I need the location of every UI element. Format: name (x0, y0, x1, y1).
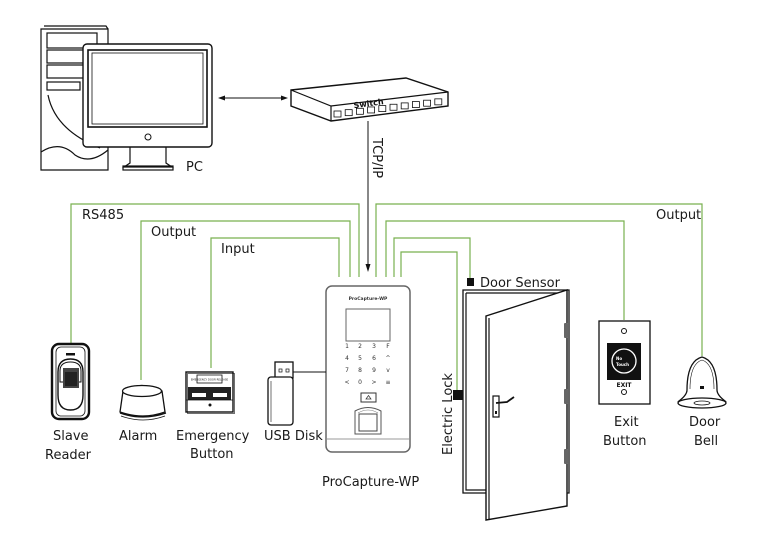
slave-reader-icon (50, 342, 91, 421)
door-sensor-icon (467, 278, 474, 286)
door-icon (462, 289, 570, 521)
network-switch-icon: Switch (290, 77, 449, 122)
switch-port (389, 103, 398, 111)
keypad-key: 0 (358, 379, 362, 386)
keypad-key: 1 (345, 343, 349, 350)
keypad-key: ^ (385, 355, 390, 362)
switch-label: Switch (353, 97, 384, 110)
rs485-label: RS485 (82, 208, 124, 223)
wires-right (375, 203, 703, 392)
keypad-key: 6 (372, 355, 376, 362)
tcpip-label: TCP/IP (369, 137, 384, 178)
usb-disk-icon (267, 361, 294, 426)
wire-alarm-output (140, 220, 351, 380)
wire-electric-lock (400, 251, 458, 392)
wires-left (70, 203, 360, 380)
device-brand-text: ProCapture-WP (349, 296, 388, 302)
wire-door-sensor (393, 237, 471, 280)
wire-emergency-input (210, 237, 340, 368)
door-handle-icon (495, 396, 515, 404)
device-screen (345, 308, 391, 342)
device-label: ProCapture-WP (322, 475, 419, 490)
exit-button-label-2: Button (603, 434, 647, 449)
exit-text: EXIT (616, 382, 632, 389)
pc-switch-link (218, 95, 288, 101)
arrowhead-left-icon (218, 95, 225, 101)
keypad-key: F (386, 343, 390, 350)
slave-reader-label-1: Slave (53, 429, 89, 444)
input-label: Input (221, 242, 255, 257)
door-handle-plate (492, 395, 500, 418)
keypad-key: ≡ (385, 379, 390, 386)
device-doorbell-key (360, 392, 377, 403)
switch-port (423, 99, 432, 107)
switch-port (411, 101, 420, 108)
switch-port (355, 107, 364, 115)
emergency-button-label-2: Button (190, 447, 234, 462)
device-keypad: 1 2 3 F 4 5 6 ^ 7 8 9 v <0 > ≡ (344, 343, 390, 386)
arrowhead-right-icon (281, 95, 288, 101)
usb-disk-label: USB Disk (264, 429, 323, 444)
alarm-output-label: Output (151, 225, 196, 240)
switch-port (333, 110, 342, 118)
door-bell-label-2: Bell (694, 434, 718, 449)
pc-label: PC (186, 160, 203, 175)
exit-face-text-2: Touch (616, 362, 629, 367)
alarm-icon (119, 384, 167, 421)
keypad-key: 4 (345, 355, 349, 362)
switch-ports (333, 98, 443, 118)
pc-monitor-icon (82, 43, 213, 171)
keypad-key: 2 (358, 343, 362, 350)
procapture-device: ProCapture-WP 1 2 3 F 4 5 6 ^ 7 8 9 v <0 > ≡ (325, 285, 411, 453)
arrowhead-down-icon (365, 264, 371, 272)
bell-key-icon (365, 394, 372, 400)
keypad-key: 8 (358, 367, 362, 374)
keypad-key: > (371, 379, 376, 386)
switch-port (367, 106, 376, 114)
wire-exit-button (385, 220, 625, 320)
keypad-key: 9 (372, 367, 376, 374)
switch-port (400, 102, 409, 110)
switch-port (378, 105, 387, 112)
keypad-key: v (386, 367, 390, 374)
exit-button-icon: No Touch EXIT (598, 320, 651, 405)
emergency-plate-text: EMERGENCY DOOR RELEASE (191, 378, 229, 382)
alarm-label: Alarm (119, 429, 157, 444)
electric-lock-icon (453, 390, 463, 400)
keypad-key: 3 (372, 343, 376, 350)
doorbell-output-label: Output (656, 208, 701, 223)
door-bell-label-1: Door (689, 415, 721, 430)
keypad-key: < (344, 379, 349, 386)
emergency-button-icon: EMERGENCY DOOR RELEASE (185, 371, 235, 414)
exit-face-text-1: No (616, 356, 622, 361)
switch-port (434, 98, 443, 106)
wire-rs485 (70, 203, 360, 345)
wire-doorbell-output (375, 203, 703, 356)
slave-reader-label-2: Reader (45, 448, 92, 463)
electric-lock-label: Electric Lock (441, 373, 456, 455)
keypad-key: 5 (358, 355, 362, 362)
switch-port (344, 109, 353, 117)
emergency-button-label-1: Emergency (176, 429, 250, 444)
keypad-key: 7 (345, 367, 349, 374)
door-bell-icon (677, 356, 727, 409)
exit-button-label-1: Exit (614, 415, 639, 430)
door-sensor-label: Door Sensor (480, 276, 561, 291)
